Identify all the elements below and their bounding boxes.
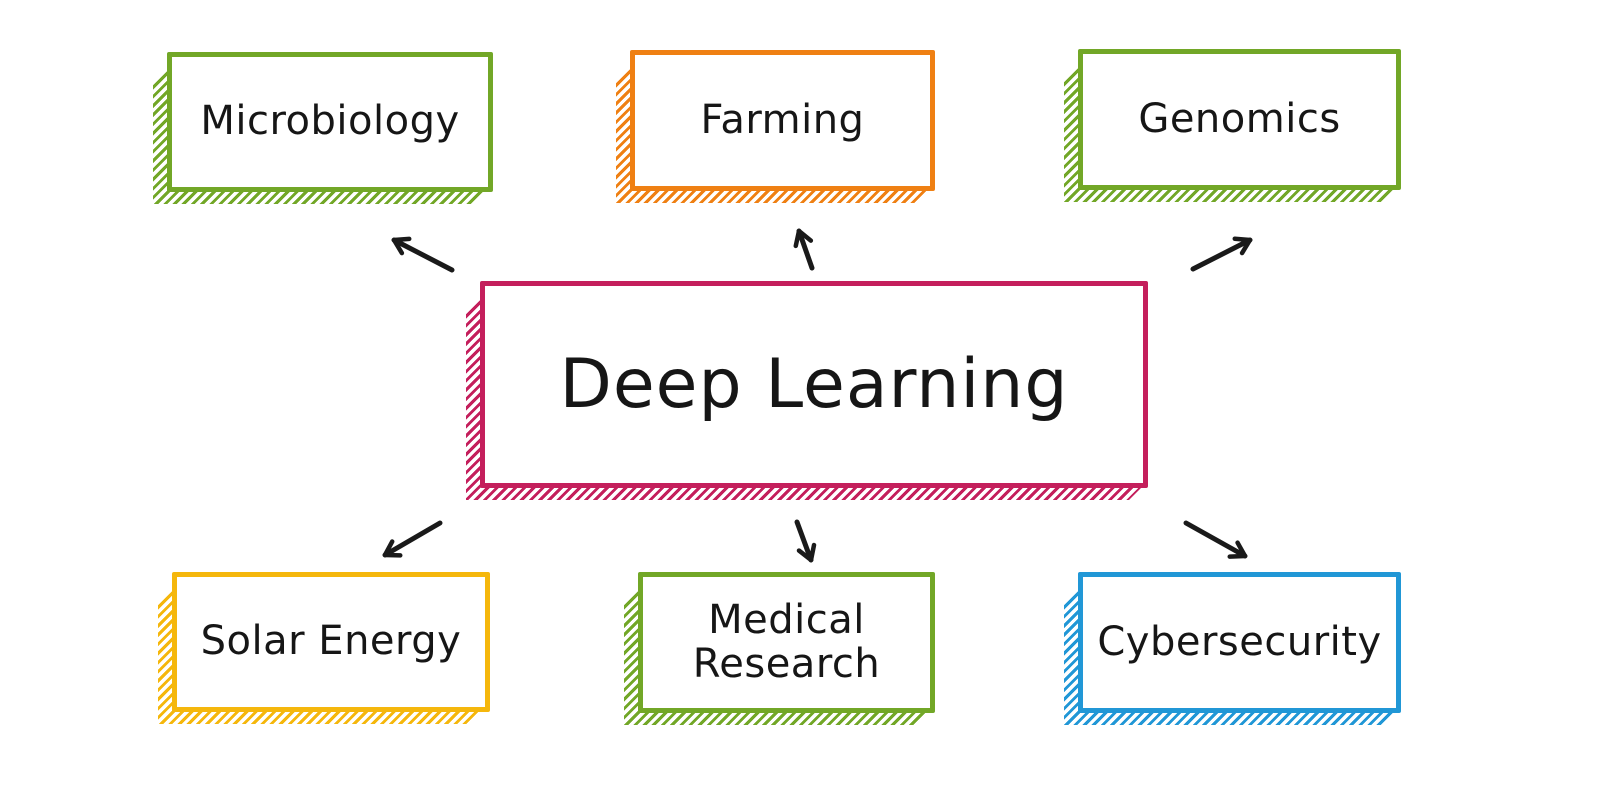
arrow-to-genomics bbox=[1190, 236, 1253, 272]
node-label: Microbiology bbox=[200, 98, 460, 145]
node-medical-research: Medical Research bbox=[638, 572, 935, 713]
arrow-to-farming bbox=[793, 228, 815, 271]
node-label: Genomics bbox=[1138, 95, 1341, 142]
node-label: Farming bbox=[700, 96, 865, 143]
arrow-to-medical-research bbox=[794, 519, 817, 563]
node-genomics: Genomics bbox=[1078, 49, 1401, 190]
node-microbiology: Microbiology bbox=[167, 52, 493, 192]
node-deep-learning: Deep Learning bbox=[480, 281, 1148, 488]
arrow-to-cybersecurity bbox=[1183, 520, 1248, 559]
node-label: Solar Energy bbox=[200, 618, 462, 665]
node-label: Deep Learning bbox=[559, 344, 1069, 424]
node-label: Cybersecurity bbox=[1097, 618, 1382, 665]
node-solar-energy: Solar Energy bbox=[172, 572, 490, 712]
node-farming: Farming bbox=[630, 50, 935, 191]
arrow-to-microbiology bbox=[391, 236, 455, 273]
node-cybersecurity: Cybersecurity bbox=[1078, 572, 1401, 713]
node-label: Medical Research bbox=[692, 597, 881, 687]
arrow-to-solar-energy bbox=[382, 520, 443, 558]
